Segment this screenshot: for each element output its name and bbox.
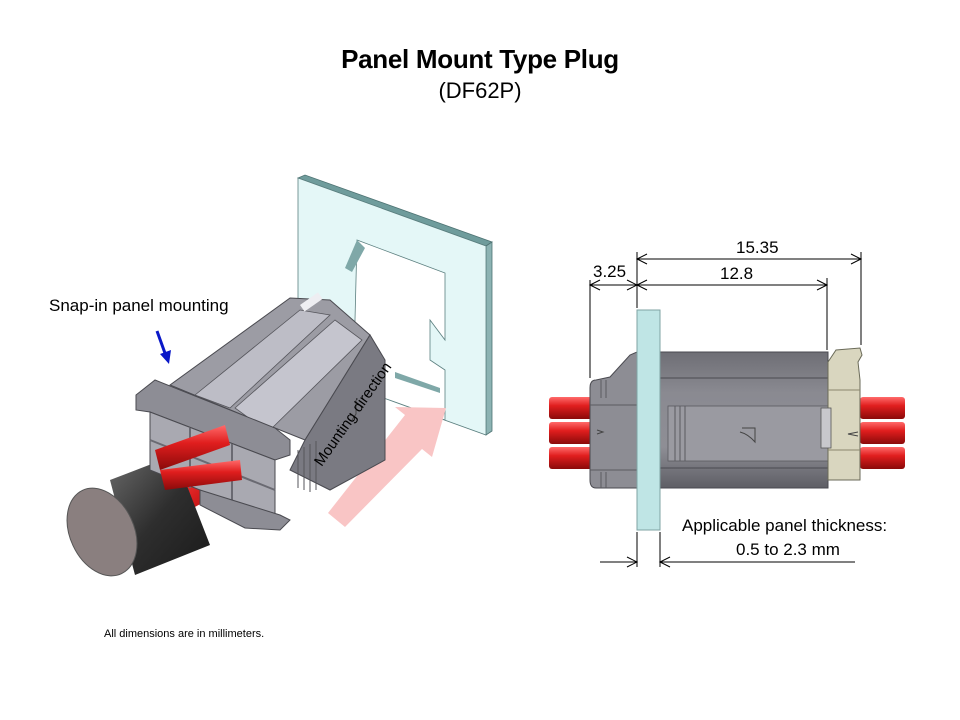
callout-arrow	[155, 330, 171, 364]
side-retainer	[820, 347, 863, 481]
part-number: (DF62P)	[438, 78, 522, 103]
mounting-direction-arrow	[328, 407, 446, 527]
side-panel	[636, 309, 661, 531]
wires-front	[155, 425, 242, 490]
side-housing-front	[659, 351, 829, 489]
panel-thickness-range: 0.5 to 2.3 mm	[736, 540, 840, 559]
side-housing-rear	[589, 351, 638, 489]
dimension-overall: 15.35	[736, 238, 779, 257]
side-wires-right	[860, 397, 905, 469]
snap-in-callout-label: Snap-in panel mounting	[49, 296, 229, 315]
dimension-lines	[588, 252, 863, 568]
dimension-rear: 3.25	[593, 262, 627, 281]
dimension-body: 12.8	[720, 264, 754, 283]
units-footnote: All dimensions are in millimeters.	[104, 628, 265, 640]
panel-thickness-label: Applicable panel thickness:	[682, 516, 888, 535]
side-wires-left	[549, 397, 599, 469]
page-title: Panel Mount Type Plug	[341, 44, 619, 74]
